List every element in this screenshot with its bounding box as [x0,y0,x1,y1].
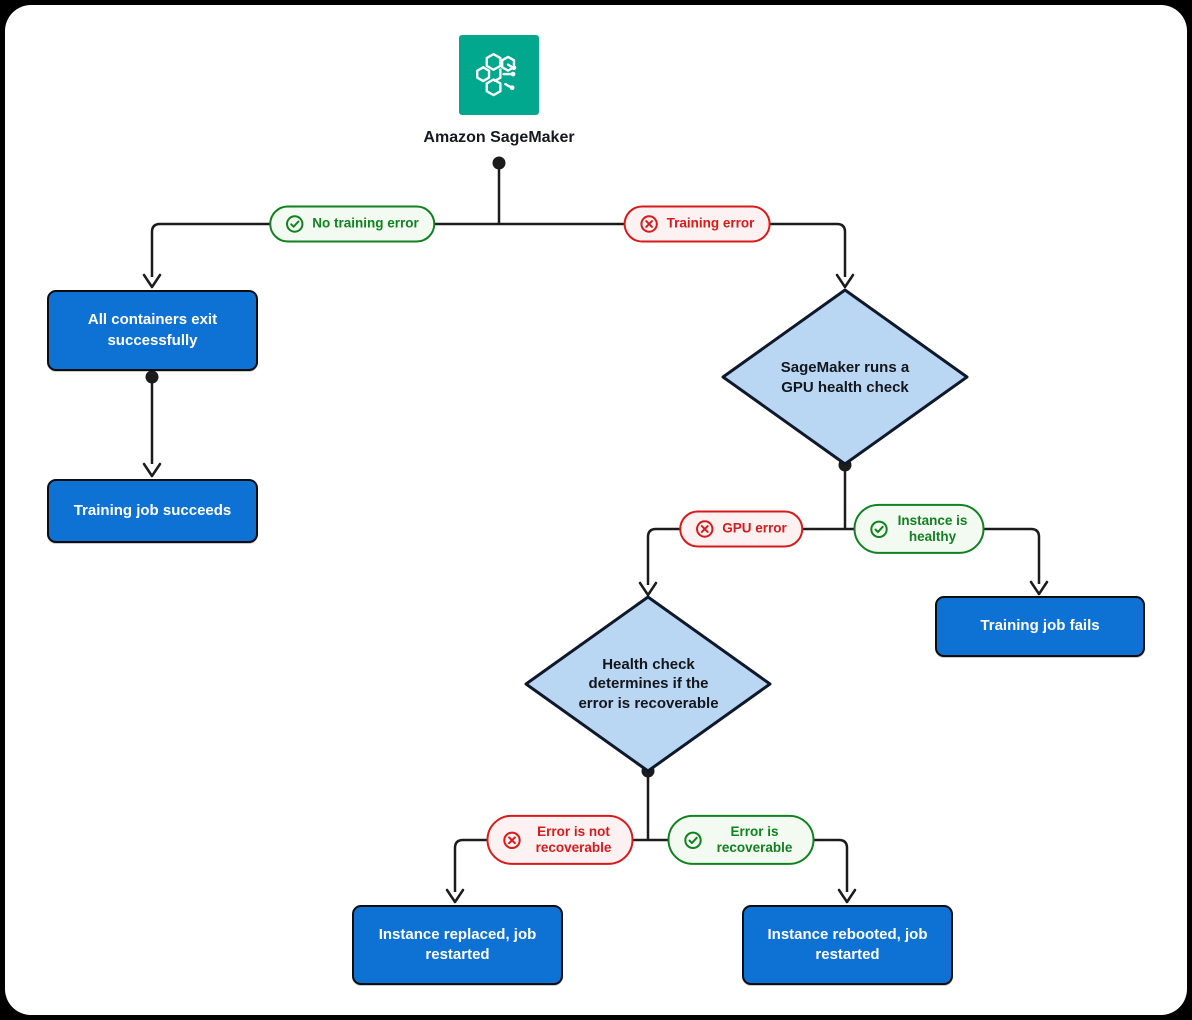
arrowheads [142,273,1049,904]
decision-label: Health check determines if the error is … [578,655,719,712]
edge-label-text: Training error [666,215,755,231]
x-circle-icon [695,520,714,539]
edge-label-text: Error is recoverable [716,823,793,855]
x-circle-icon [640,215,659,234]
edge-label-no-training-error: No training error [269,205,435,243]
edge-healthy-branch [845,527,1041,584]
edge-label-text: No training error [312,215,419,231]
edge-label-training-error: Training error [623,205,771,243]
edge-label-text: Instance is healthy [897,512,968,544]
decision-shapes [524,288,969,773]
edge-recoverable-branch [648,838,849,892]
node-label: Instance rebooted, job restarted [767,925,928,963]
node-instance-replaced: Instance replaced, job restarted [352,905,563,985]
check-circle-icon [684,831,703,850]
edge-label-text: Error is not recoverable [535,823,612,855]
arrowhead [142,273,162,289]
arrowhead [1029,580,1049,596]
arrowhead [837,888,857,904]
node-all-containers-exit: All containers exit successfully [47,290,258,371]
x-circle-icon [503,831,522,850]
node-label: Training job succeeds [73,501,232,519]
diagram-title: Amazon SageMaker [423,129,575,146]
edge-no-error-branch [150,222,499,277]
check-circle-icon [285,215,304,234]
arrowhead [445,888,465,904]
decision-diamond-recoverable [524,595,772,773]
node-training-job-succeeds: Training job succeeds [47,479,258,543]
edge-gpu-error-branch [646,527,845,585]
node-label: All containers exit successfully [87,311,218,349]
junction-dot [492,156,506,170]
sagemaker-icon [459,35,539,115]
junction-dots [145,156,852,778]
node-instance-rebooted: Instance rebooted, job restarted [742,905,953,985]
arrowhead [142,462,162,478]
brain-circuit-icon [476,52,517,97]
node-label: Training job fails [980,617,1100,635]
junction-dot [145,370,159,384]
arrowhead [835,273,855,289]
edge-label-instance-healthy: Instance is healthy [853,503,985,555]
edge-error-branch [499,222,847,277]
decision-gpu-health-check: SageMaker runs a GPU health check [775,330,915,425]
decision-label: SageMaker runs a GPU health check [780,359,910,396]
decision-diamond-gpu-health [721,288,969,466]
edge-label-error-not-recoverable: Error is not recoverable [486,814,634,866]
edges [150,166,1041,892]
check-circle-icon [870,520,889,539]
decision-error-recoverable: Health check determines if the error is … [578,634,719,734]
edge-label-text: GPU error [722,520,787,536]
edge-label-error-recoverable: Error is recoverable [667,814,815,866]
edge-label-gpu-error: GPU error [679,510,803,548]
edge-not-recoverable-branch [453,838,648,892]
arrowhead [638,581,658,597]
node-training-job-fails: Training job fails [935,596,1145,657]
node-label: Instance replaced, job restarted [378,925,537,963]
